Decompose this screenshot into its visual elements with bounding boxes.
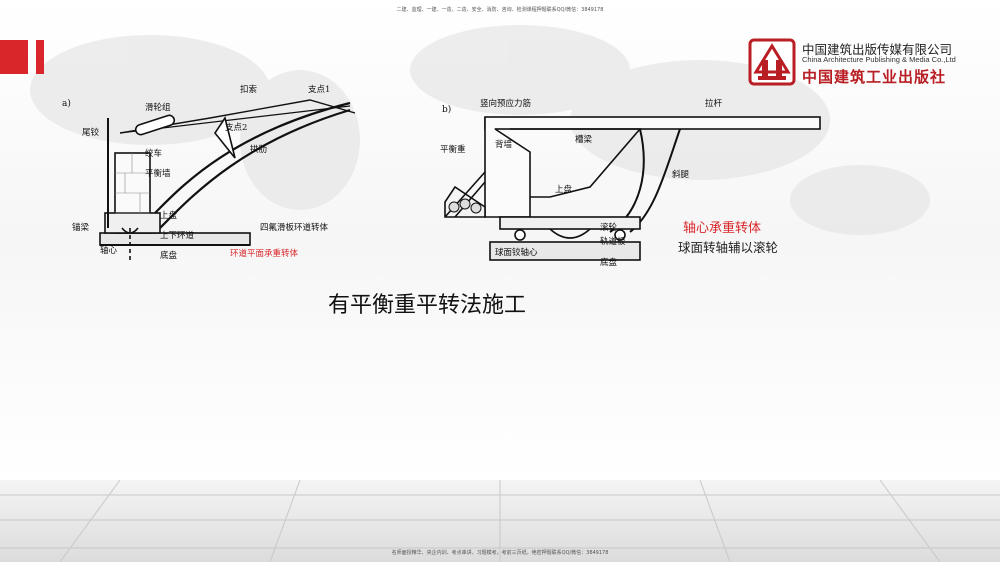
label-counter-wall: 平衡墙 [145, 168, 171, 179]
label-vertical-bar: 竖向预应力筋 [480, 98, 531, 109]
label-anchor-beam: 锚梁 [72, 222, 90, 233]
figure-b-tag: b) [442, 104, 451, 115]
label-ring-track: 上下环道 [160, 230, 195, 241]
label-roller: 滚轮 [600, 222, 618, 233]
label-arch-rib: 拱肋 [250, 144, 267, 155]
figure-a-diagram: a) 滑轮组 扣索 支点1 支点2 尾铰 绞车 平衡墙 拱肋 锚梁 上盘 上下环… [62, 84, 356, 263]
slide-title: 有平衡重平转法施工 [328, 293, 527, 318]
label-base-plate-b: 底盘 [600, 257, 618, 268]
figure-b-note: 球面转轴辅以滚轮 [678, 240, 778, 255]
publisher-name-cn: 中国建筑出版传媒有限公司 [802, 42, 953, 57]
footer-note: 名师面授精华、央企内训、考点串讲、习题模考，考前三页纸，绝密押题联系QQ/微信：… [391, 550, 609, 556]
figure-b-red-note: 轴心承重转体 [683, 220, 761, 236]
publisher-logo: 中国建筑出版传媒有限公司 China Architecture Publishi… [748, 38, 993, 86]
label-diagonal-leg: 斜腿 [672, 169, 690, 180]
label-support2: 支点2 [225, 122, 247, 133]
label-upper-plate-b: 上盘 [555, 184, 573, 195]
figure-a-tag: a) [62, 98, 71, 109]
label-upper-plate: 上盘 [160, 210, 178, 221]
publisher-name-calligraphy: 中国建筑工业出版社 [802, 68, 947, 86]
label-support1: 支点1 [308, 84, 330, 95]
label-tie-rod: 拉杆 [705, 98, 723, 109]
figure-b-diagram: b) 竖向预应力筋 拉杆 平衡重 槽梁 背墙 上盘 斜腿 滚轮 轨道板 球面铰轴… [440, 98, 821, 268]
label-pulley: 滑轮组 [145, 102, 171, 113]
figure-a-red-note: 环道平面承重转体 [230, 248, 299, 259]
label-ball-hinge: 球面铰轴心 [495, 247, 538, 258]
label-trough-beam: 槽梁 [575, 134, 593, 145]
label-back-wall: 背墙 [495, 139, 513, 150]
label-cable: 扣索 [240, 84, 257, 95]
label-base-plate: 底盘 [160, 250, 178, 261]
label-track-plate: 轨道板 [600, 236, 626, 247]
figure-a-note: 四氟滑板环道转体 [260, 222, 329, 233]
label-axle: 轴心 [100, 245, 118, 256]
publisher-logo-icon [748, 38, 796, 86]
label-winch: 绞车 [145, 148, 162, 159]
label-counterweight: 平衡重 [440, 144, 466, 155]
publisher-name-en: China Architecture Publishing & Media Co… [802, 55, 956, 64]
red-accent-bar [0, 40, 28, 74]
header-note: 二建、监理、一建、一造、二造、安全、消防、咨询、检测课程押题联系QQ/微信：38… [396, 7, 604, 13]
red-accent-stripe [36, 40, 44, 74]
label-tail-hinge: 尾铰 [82, 127, 100, 138]
